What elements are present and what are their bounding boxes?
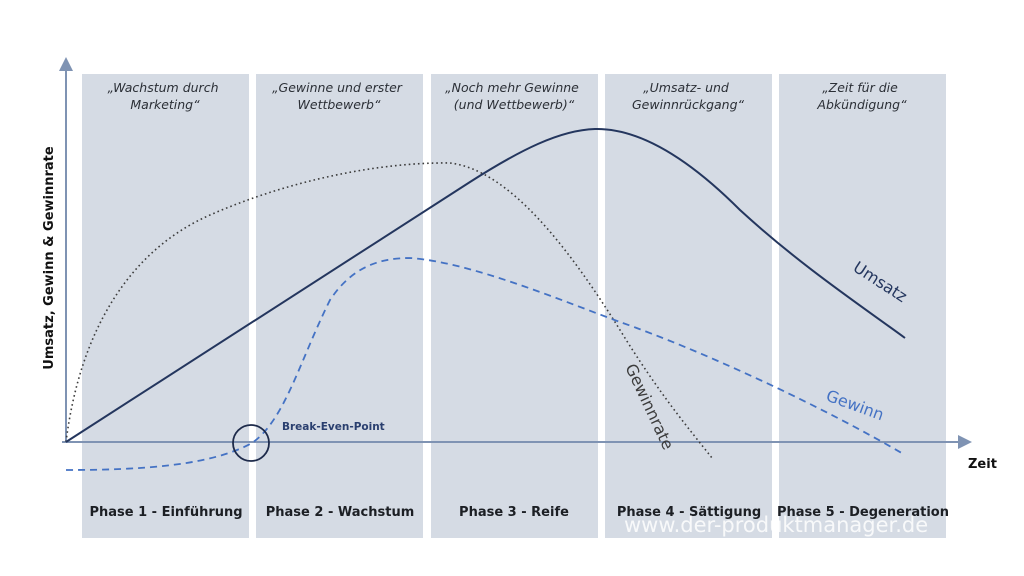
phase-1-label: Phase 1 - Einführung bbox=[89, 505, 242, 520]
x-axis-label: Zeit bbox=[968, 457, 997, 472]
axes: Umsatz, Gewinn & Gewinnrate Zeit bbox=[42, 57, 997, 472]
phase-band-3 bbox=[431, 74, 598, 538]
phase-2-quote: „Gewinne und erster Wettbewerb“ bbox=[272, 80, 406, 112]
break-even-circle bbox=[232, 424, 270, 462]
phase-band-5 bbox=[779, 74, 946, 538]
phase-2-label: Phase 2 - Wachstum bbox=[266, 505, 415, 520]
phase-1-quote: „Wachstum durch Marketing“ bbox=[108, 80, 223, 112]
phase-4-quote: „Umsatz- und Gewinnrückgang“ bbox=[632, 80, 745, 112]
phase-quotes: „Wachstum durch Marketing“ „Gewinne und … bbox=[108, 80, 908, 112]
break-even-label: Break-Even-Point bbox=[282, 421, 385, 433]
gewinn-curve bbox=[65, 257, 906, 471]
phase-5-quote: „Zeit für die Abkündigung“ bbox=[816, 80, 907, 112]
phase-3-quote: „Noch mehr Gewinne (und Wettbewerb)“ bbox=[445, 80, 583, 112]
phase-bands bbox=[82, 74, 946, 538]
phase-3-label: Phase 3 - Reife bbox=[459, 505, 569, 520]
phase-5-label: Phase 5 - Degeneration bbox=[777, 505, 949, 520]
phase-band-1 bbox=[82, 74, 249, 538]
phase-band-2 bbox=[256, 74, 423, 538]
phase-band-4 bbox=[605, 74, 772, 538]
watermark: www.der-produktmanager.de bbox=[624, 513, 928, 537]
y-axis-label: Umsatz, Gewinn & Gewinnrate bbox=[42, 146, 57, 370]
phase-labels: Phase 1 - Einführung Phase 2 - Wachstum … bbox=[89, 505, 949, 520]
umsatz-curve bbox=[65, 127, 906, 443]
phase-4-label: Phase 4 - Sättigung bbox=[617, 505, 761, 520]
